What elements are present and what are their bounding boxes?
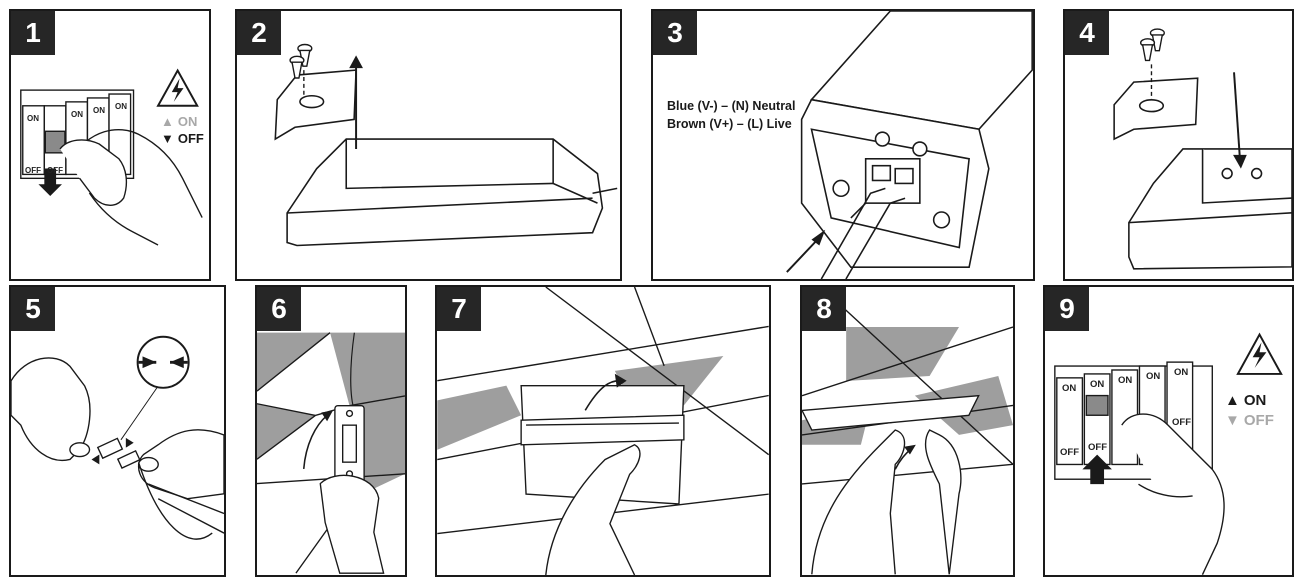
driver-into-ceiling-illustration: [257, 332, 405, 574]
off-label: OFF: [177, 131, 204, 146]
live-wire-label: Brown (V+) – (L) Live: [667, 117, 792, 131]
switch-off-label: OFF: [1172, 417, 1191, 428]
step-4-panel: 4: [1063, 9, 1294, 281]
step-5-number: 5: [11, 287, 55, 331]
insert-panel-illustration: [437, 287, 769, 575]
electrical-hazard-icon: [1236, 332, 1283, 375]
refit-cover-illustration: [1113, 28, 1292, 270]
switch-on-label: ON: [93, 106, 105, 115]
arrow-down-icon: ▼: [161, 131, 174, 146]
step-1-number: 1: [11, 11, 55, 55]
terminal-wiring-illustration: [786, 11, 1033, 279]
step-1-panel: 1 ON ON ON ON OFF OFF ▲ON ▼OFF: [9, 9, 211, 281]
step-2-panel: 2: [235, 9, 622, 281]
arrow-up-icon: [349, 55, 363, 69]
push-connector-icon: [136, 335, 190, 389]
step-6-number: 6: [257, 287, 301, 331]
on-label: ON: [1243, 392, 1267, 409]
step-3-panel: 3 Blue (V-) – (N) Neutral Brown (V+) – (…: [651, 9, 1035, 281]
neutral-wire-label: Blue (V-) – (N) Neutral: [667, 99, 796, 113]
step-9-panel: 9 ON ON ON ON ON OFF OFF OFF ▲ON ▼OFF: [1043, 285, 1294, 577]
switch-on-label: ON: [1174, 367, 1189, 378]
power-state-legend: ▲ON ▼OFF: [161, 113, 204, 147]
step-8-number: 8: [802, 287, 846, 331]
step-3-number: 3: [653, 11, 697, 55]
switch-off-label: OFF: [25, 166, 41, 175]
power-state-legend: ▲ON ▼OFF: [1225, 391, 1274, 431]
step-8-panel: 8: [800, 285, 1015, 577]
switch-on-label: ON: [27, 114, 39, 123]
arrow-up-icon: ▲: [161, 114, 174, 129]
step-2-number: 2: [237, 11, 281, 55]
step-7-number: 7: [437, 287, 481, 331]
arrow-down-icon: ▼: [1225, 412, 1240, 429]
breaker-on-illustration: [1054, 332, 1283, 575]
switch-on-label: ON: [71, 110, 83, 119]
switch-on-label: ON: [1062, 383, 1077, 394]
step-6-panel: 6: [255, 285, 407, 577]
step-7-panel: 7: [435, 285, 771, 577]
step-4-number: 4: [1065, 11, 1109, 55]
connect-plug-illustration: [11, 335, 224, 540]
screw-icon: [289, 43, 313, 79]
remove-cover-illustration: [274, 43, 618, 247]
switch-off-label: OFF: [1060, 447, 1079, 458]
arrow-down-icon: [1233, 154, 1247, 169]
step-9-number: 9: [1045, 287, 1089, 331]
wiring-instructions: Blue (V-) – (N) Neutral Brown (V+) – (L)…: [667, 97, 796, 133]
off-label: OFF: [1243, 412, 1274, 429]
step-5-panel: 5: [9, 285, 226, 577]
switch-off-label: OFF: [1088, 442, 1107, 453]
switch-on-label: ON: [115, 102, 127, 111]
electrical-hazard-icon: [156, 68, 199, 107]
screw-icon: [1139, 28, 1165, 62]
fit-panel-into-grid-illustration: [802, 287, 1013, 575]
breaker-off-illustration: [20, 68, 203, 246]
switch-on-label: ON: [1090, 379, 1105, 390]
on-label: ON: [177, 114, 198, 129]
arrow-up-icon: ▲: [1225, 392, 1240, 409]
switch-on-label: ON: [1146, 371, 1161, 382]
switch-on-label: ON: [1118, 375, 1133, 386]
switch-off-label: OFF: [47, 166, 63, 175]
